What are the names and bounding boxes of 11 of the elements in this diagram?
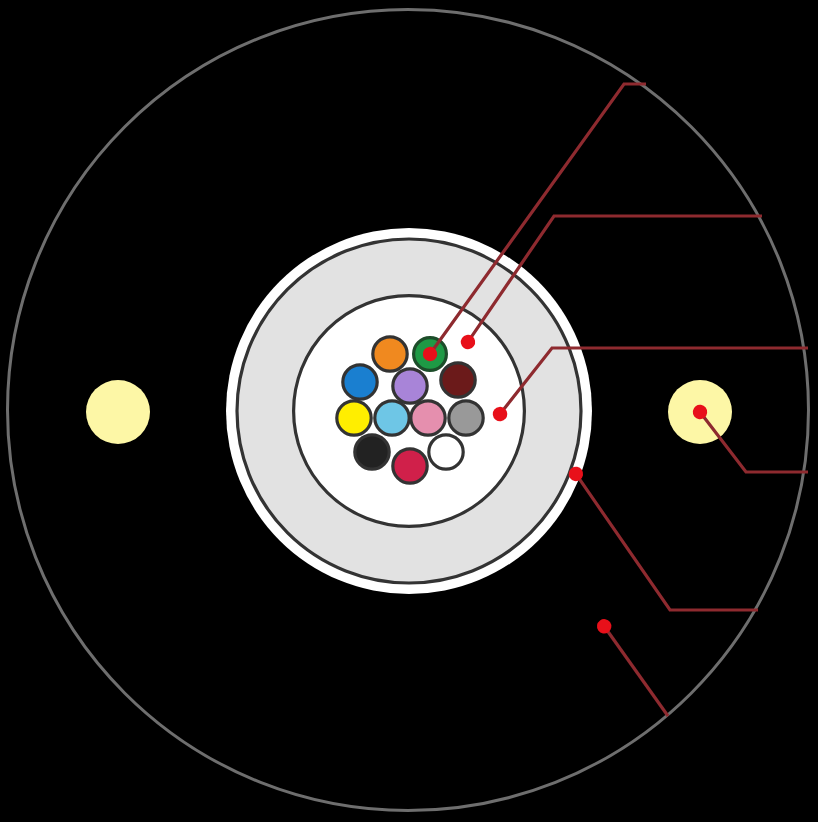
leader-line — [568, 466, 758, 612]
leader-line — [460, 214, 762, 350]
strength-member — [668, 380, 732, 444]
leader-line — [692, 404, 808, 474]
loose-tube — [292, 294, 526, 528]
cable-sheath — [6, 8, 810, 812]
strength-member — [86, 380, 150, 444]
tube-jacket — [226, 228, 592, 594]
leader-line — [492, 346, 808, 422]
leader-line — [597, 619, 670, 717]
leader-line — [422, 82, 646, 362]
